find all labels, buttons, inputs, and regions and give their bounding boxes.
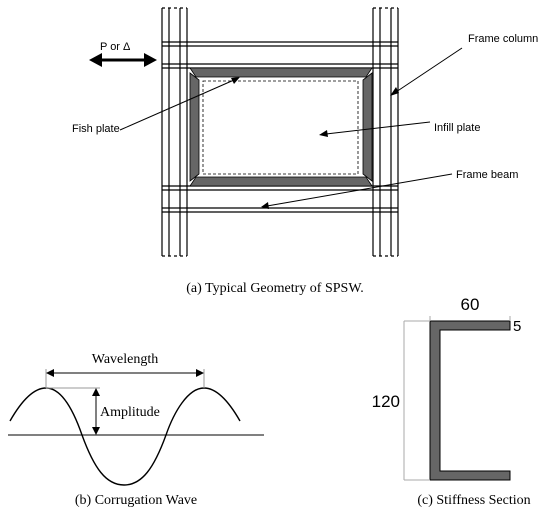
label-amplitude: Amplitude (100, 405, 160, 420)
caption-a: (a) Typical Geometry of SPSW. (186, 281, 364, 296)
leader-frame-column (395, 47, 463, 93)
leader-infill-plate (325, 121, 431, 135)
fish-plate-top (189, 67, 373, 78)
amplitude-dimension (46, 387, 100, 435)
panel-c-stiffness: 60 5 120 (c) Stiffness Section (372, 295, 531, 508)
fish-plate-right (362, 72, 373, 182)
label-infill-plate: Infill plate (434, 122, 480, 134)
fish-plate-left (189, 72, 200, 182)
panel-b-corrugation: Wavelength Amplitude (b) Corrugation Wav… (8, 352, 264, 508)
fish-plate-bottom (189, 176, 373, 187)
panel-a-geometry: P or Δ Frame column Fish plate Infill pl… (72, 7, 538, 296)
fish-plates (189, 67, 373, 187)
right-frame-column (372, 7, 399, 257)
leader-frame-beam (266, 173, 453, 207)
dim-width: 60 (461, 295, 480, 314)
top-frame-beam (162, 41, 398, 69)
label-frame-column: Frame column (468, 33, 538, 45)
corrugation-wave (9, 387, 241, 486)
left-frame-column (161, 7, 188, 257)
c-section (429, 320, 511, 481)
leader-fish-plate (119, 79, 235, 131)
infill-plate-outline (202, 80, 359, 175)
leader-lines (119, 47, 463, 209)
label-load: P or Δ (100, 41, 131, 53)
wavelength-dimension (45, 369, 205, 388)
label-fish-plate: Fish plate (72, 123, 120, 135)
label-frame-beam: Frame beam (456, 169, 518, 181)
section-dimension-lines (403, 316, 511, 481)
dim-thickness: 5 (513, 318, 521, 335)
caption-c: (c) Stiffness Section (417, 493, 530, 508)
load-arrow (89, 53, 157, 67)
caption-b: (b) Corrugation Wave (75, 493, 197, 508)
label-wavelength: Wavelength (92, 352, 159, 367)
dim-height: 120 (372, 392, 400, 411)
